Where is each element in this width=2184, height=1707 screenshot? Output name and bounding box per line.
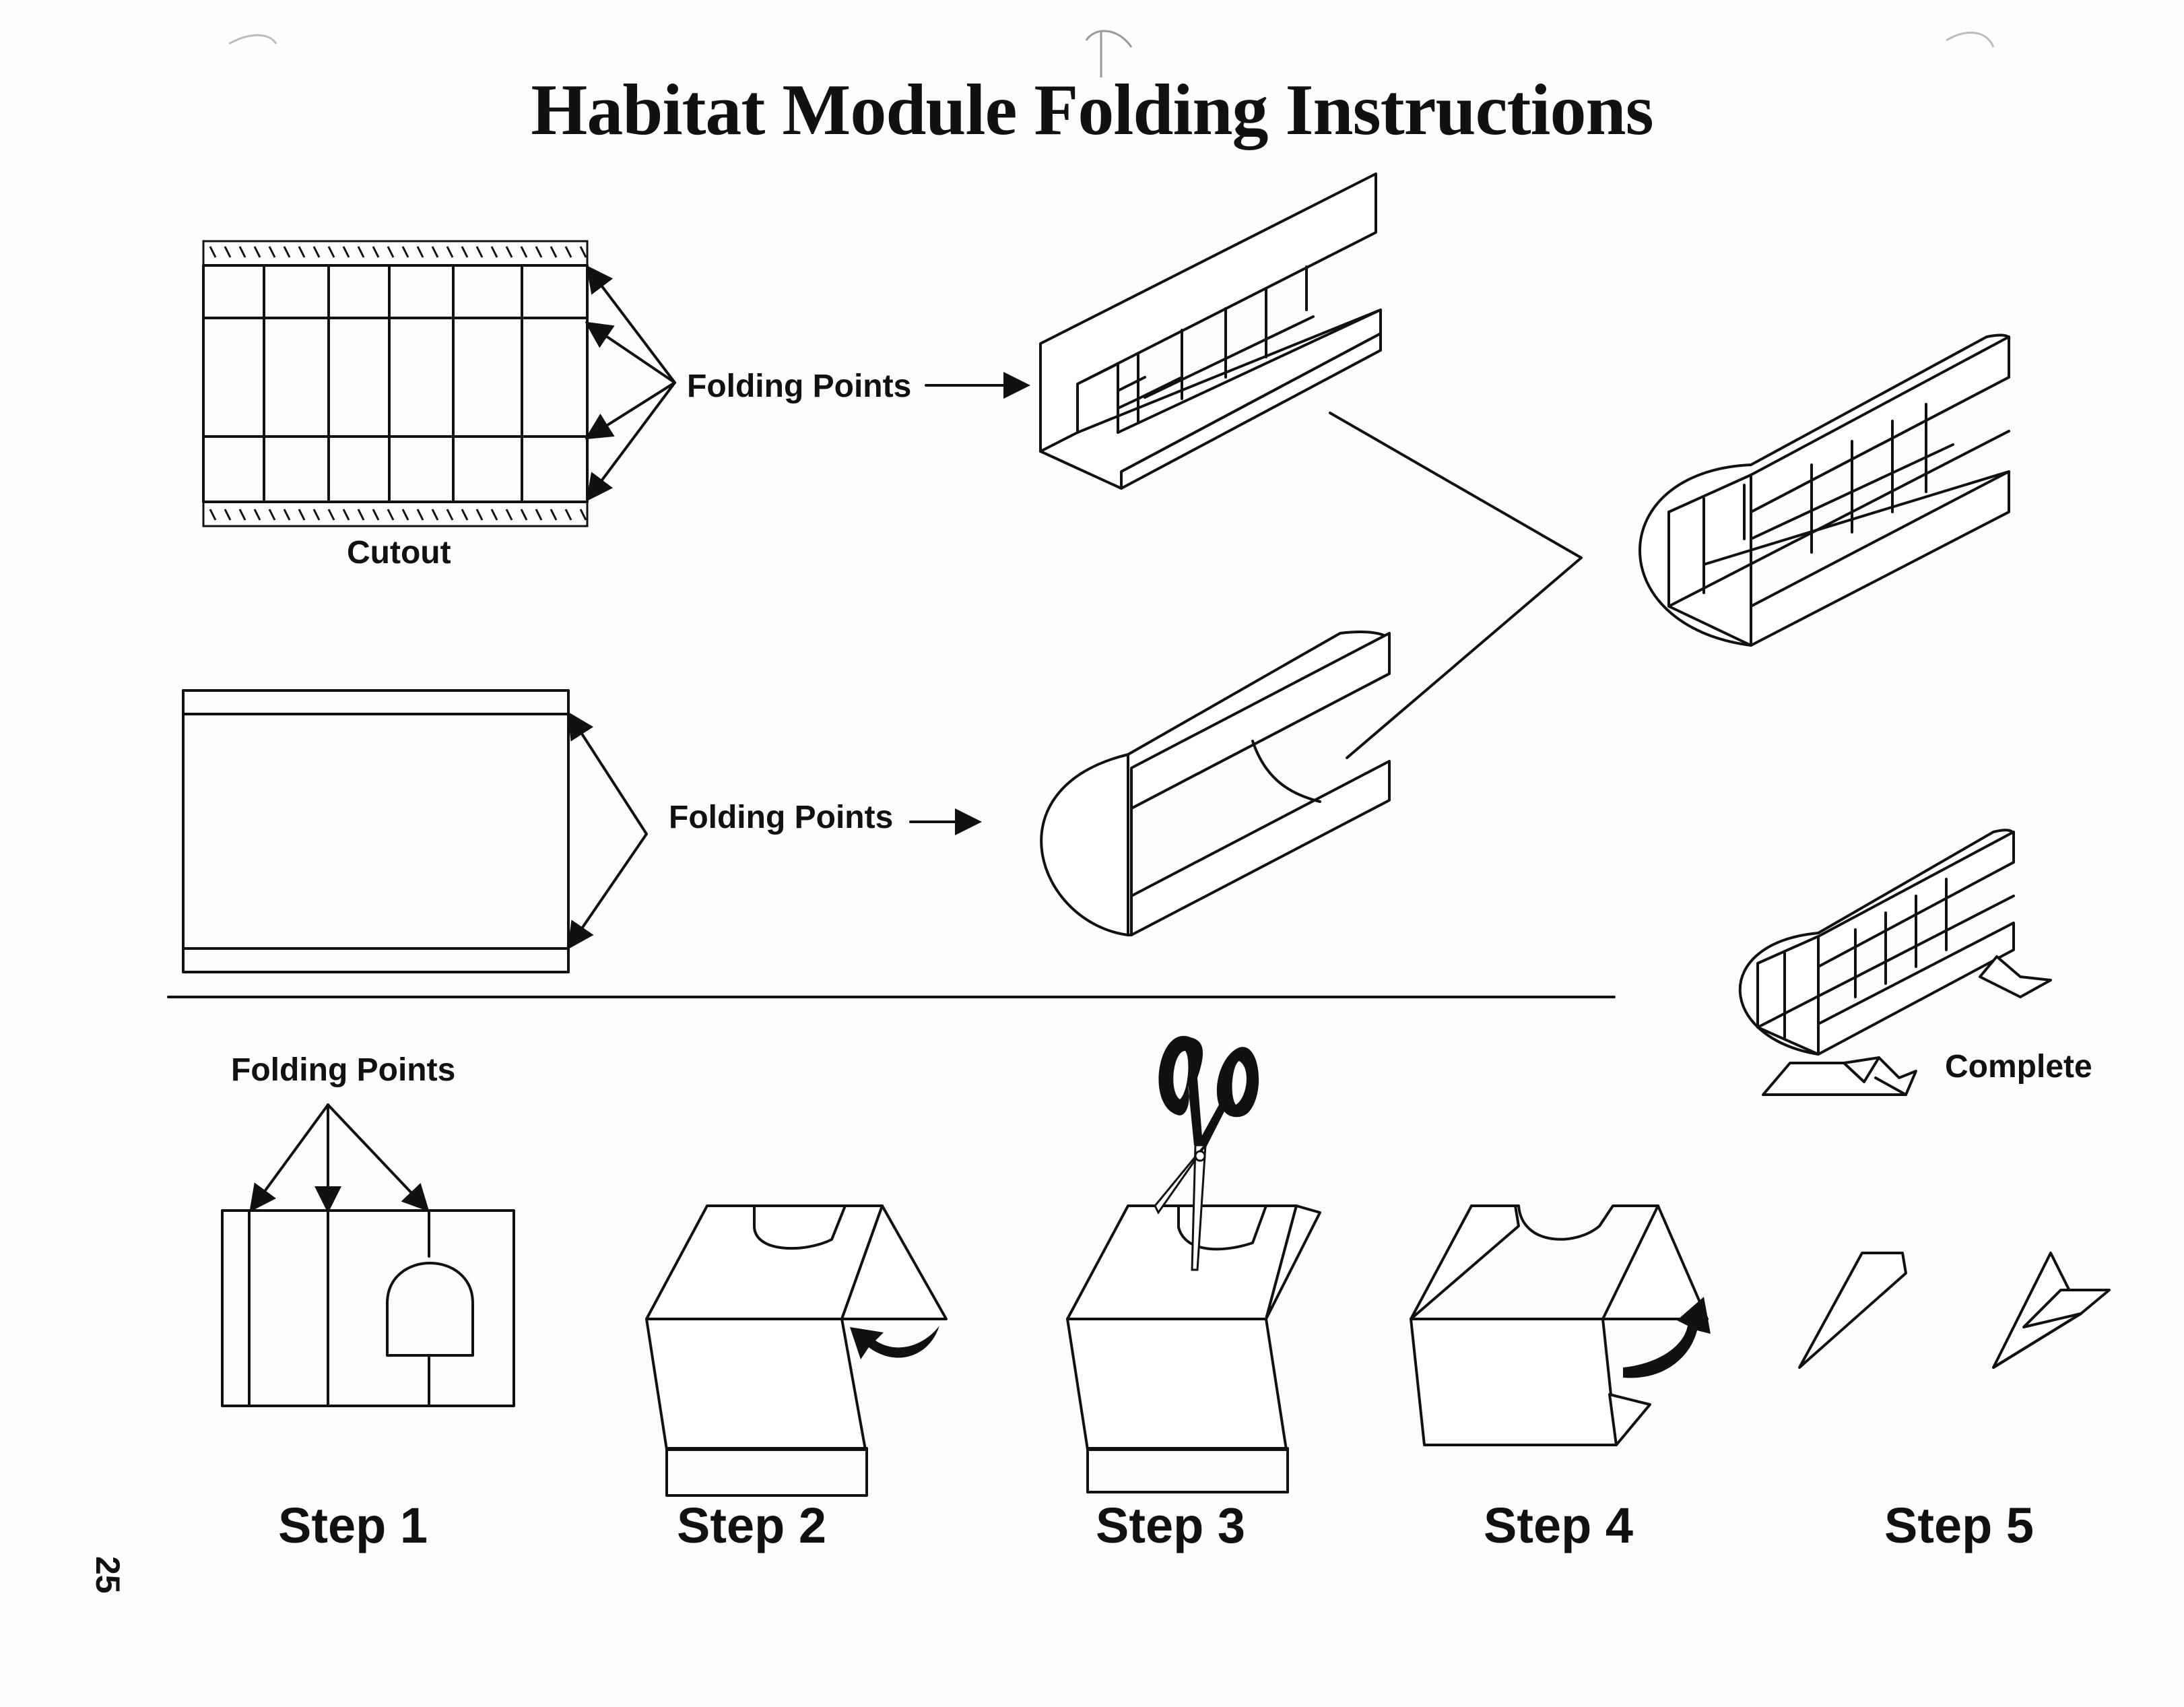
cutout-panel: [202, 264, 589, 503]
folding-points-label-top: Folding Points: [687, 368, 912, 404]
step-1-label: Step 1: [278, 1497, 428, 1553]
complete-module: [1738, 829, 2052, 1096]
folded-channel: [1039, 172, 1382, 490]
assembled-module: [1639, 333, 2011, 647]
page-title: Habitat Module Folding Instructions: [531, 70, 1653, 150]
step-3-diagram: [1066, 1035, 1321, 1493]
end-panel: [182, 689, 982, 973]
rounded-end-channel: [1040, 631, 1391, 936]
step-4-label: Step 4: [1484, 1497, 1634, 1553]
cutout-top-tab: [202, 240, 589, 267]
step-2-diagram: [645, 1204, 948, 1497]
step-5-label: Step 5: [1884, 1497, 2034, 1553]
fold-arrow-icon: [1623, 1297, 1711, 1378]
cutout-label: Cutout: [347, 535, 451, 571]
step-1-diagram: [221, 1103, 515, 1407]
cutout-grid: [202, 240, 589, 527]
complete-label: Complete: [1945, 1049, 2092, 1085]
fold-arrow-icon: [850, 1326, 939, 1359]
scissors-icon: [1154, 1035, 1259, 1271]
door-cutout: [386, 1262, 474, 1357]
punch-hole-marks: [228, 30, 1995, 77]
step-5-diagram: [1798, 1252, 2111, 1369]
step-4-diagram: [1410, 1204, 1711, 1446]
assembly-connector: [1329, 412, 1583, 759]
folding-points-label-steps: Folding Points: [231, 1052, 456, 1088]
folding-points-label-middle: Folding Points: [669, 800, 894, 835]
cutout-folding-arrows: [585, 265, 1030, 502]
step-3-label: Step 3: [1096, 1497, 1246, 1553]
step-2-label: Step 2: [677, 1497, 827, 1553]
cutout-bottom-tab: [202, 501, 589, 527]
